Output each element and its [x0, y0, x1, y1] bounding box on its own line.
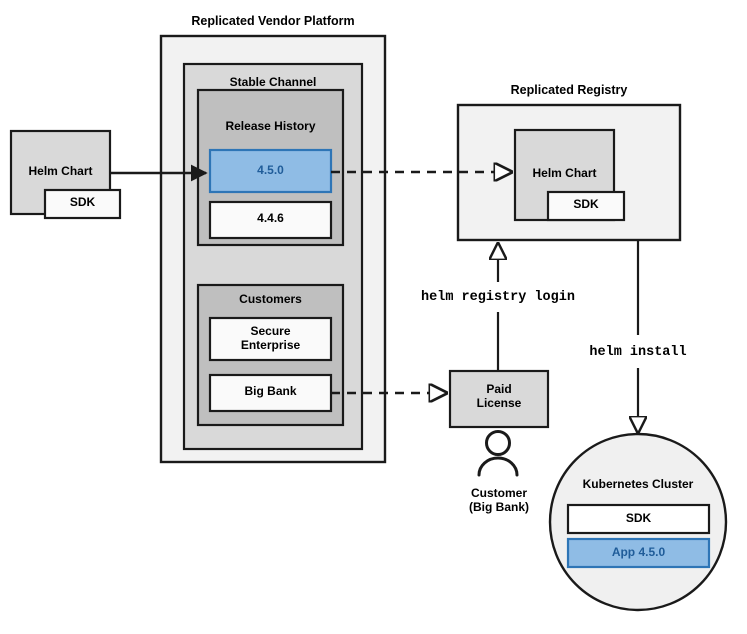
customer-chip-secure-enterprise — [208, 316, 333, 362]
release-chip-446 — [208, 200, 333, 240]
release-chip-450 — [208, 148, 333, 194]
source-sdk-box — [43, 188, 122, 220]
customer-chip-big-bank — [208, 373, 333, 413]
paid-license-box — [448, 369, 550, 429]
cluster-chip-app — [566, 537, 711, 569]
customer-person-icon — [477, 430, 519, 477]
registry-sdk-box — [546, 190, 626, 222]
cluster-chip-sdk — [566, 503, 711, 535]
